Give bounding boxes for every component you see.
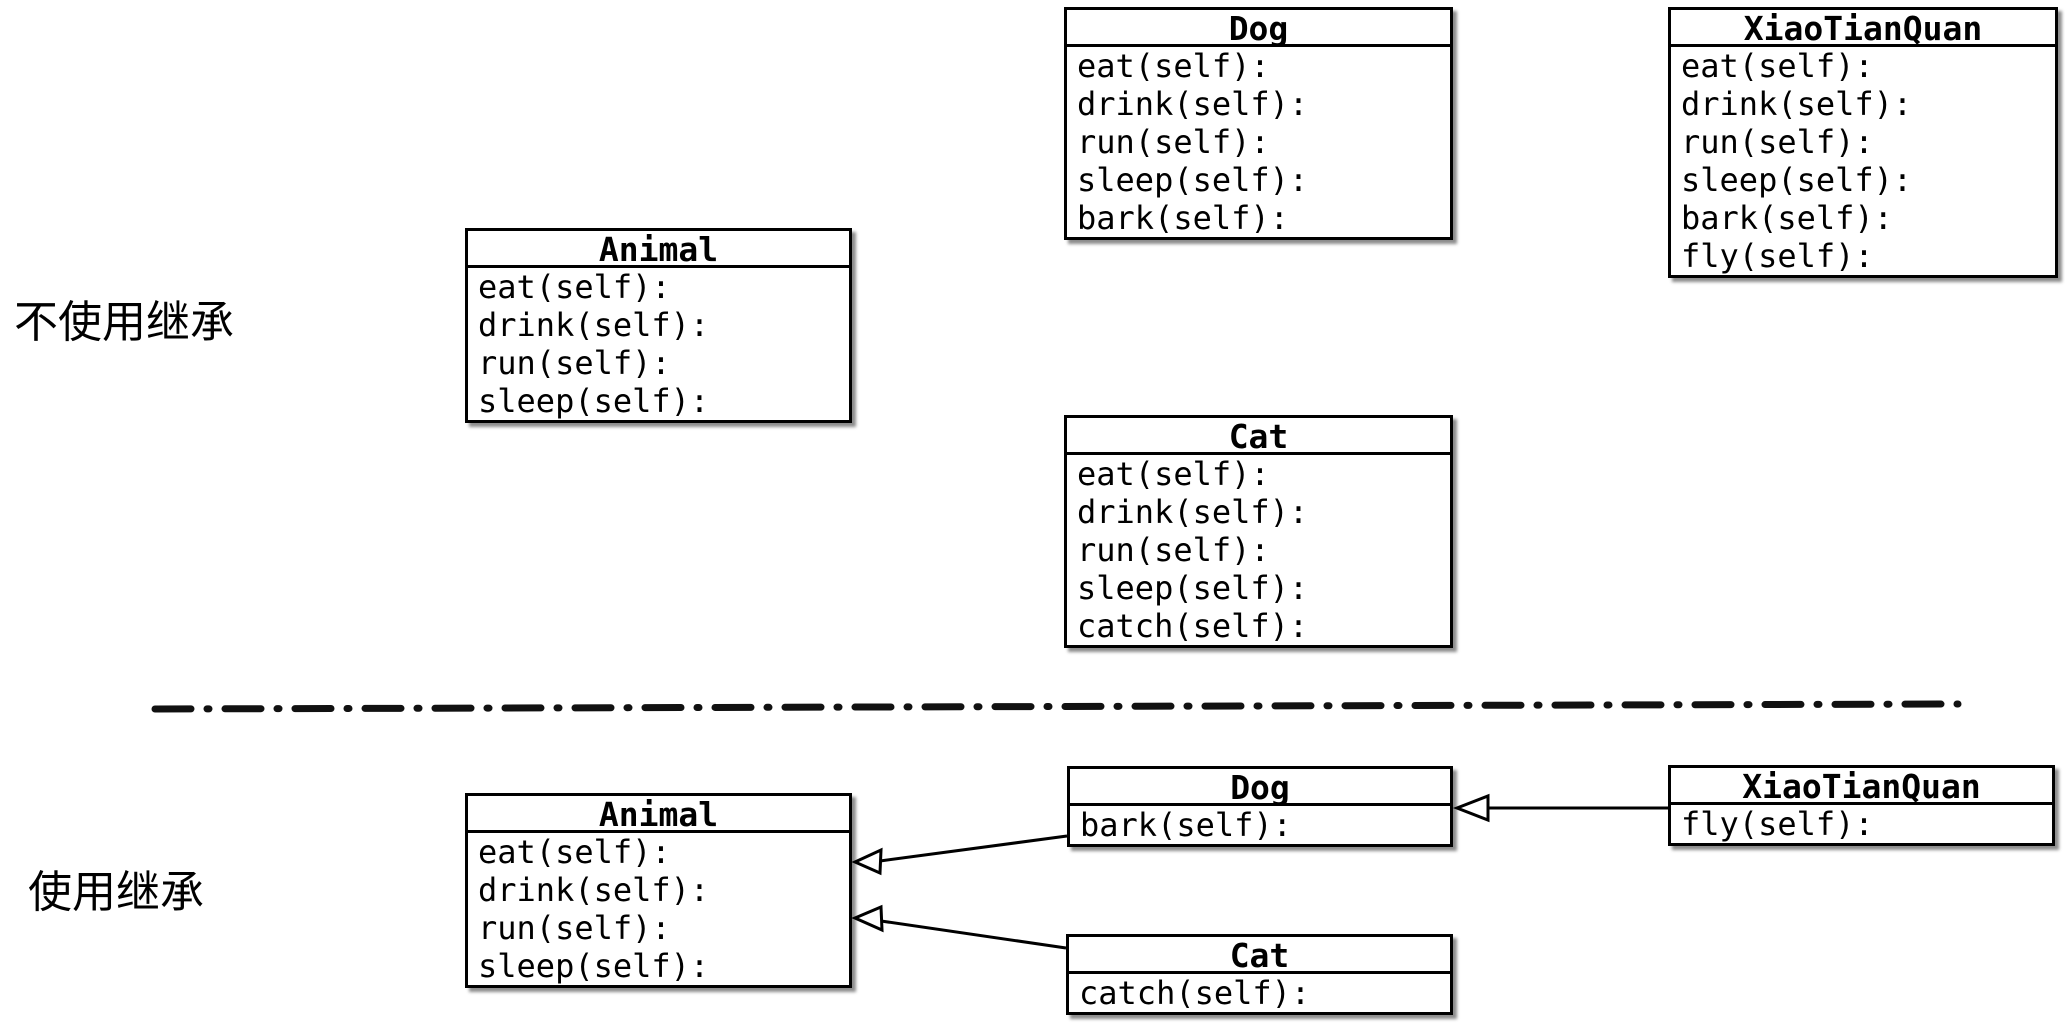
class-box-xiaotianquan-top: XiaoTianQuan eat(self): drink(self): run… [1668,7,2058,278]
class-method: sleep(self): [1077,161,1309,199]
class-title-cat: Cat [1069,937,1450,974]
class-method: sleep(self): [478,382,710,420]
class-method: fly(self): [1681,237,1874,275]
inheritance-arrow-cat-to-animal [851,904,1067,950]
class-title-dog: Dog [1070,769,1450,806]
class-method: sleep(self): [1077,569,1309,607]
class-method: bark(self): [1681,199,1893,237]
class-method: run(self): [478,909,671,947]
class-methods: eat(self): drink(self): run(self): sleep… [1067,47,1450,237]
class-method: run(self): [478,344,671,382]
class-box-cat-bottom: Cat catch(self): [1066,934,1453,1015]
class-box-dog-top: Dog eat(self): drink(self): run(self): s… [1064,7,1453,240]
class-method: bark(self): [1080,806,1292,844]
class-method: eat(self): [478,833,671,871]
class-box-dog-bottom: Dog bark(self): [1067,766,1453,847]
class-methods: catch(self): [1069,974,1450,1012]
class-title-cat: Cat [1067,418,1450,455]
class-title-xiaotianquan: XiaoTianQuan [1671,10,2055,47]
class-method: run(self): [1077,531,1270,569]
class-method: drink(self): [1077,85,1309,123]
class-box-xiaotianquan-bottom: XiaoTianQuan fly(self): [1668,765,2055,846]
class-box-animal-top: Animal eat(self): drink(self): run(self)… [465,228,852,423]
class-method: drink(self): [1077,493,1309,531]
class-title-xiaotianquan: XiaoTianQuan [1671,768,2052,805]
section-divider-dashdot-line [151,700,1962,713]
class-title-dog: Dog [1067,10,1450,47]
class-methods: fly(self): [1671,805,2052,843]
class-method: sleep(self): [478,947,710,985]
class-method: eat(self): [1077,47,1270,85]
class-method: run(self): [1681,123,1874,161]
section-label-with-inheritance: 使用继承 [28,867,204,918]
class-method: catch(self): [1079,974,1311,1012]
class-methods: bark(self): [1070,806,1450,844]
section-label-no-inheritance: 不使用继承 [14,297,234,348]
class-method: drink(self): [478,871,710,909]
class-method: run(self): [1077,123,1270,161]
class-box-animal-bottom: Animal eat(self): drink(self): run(self)… [465,793,852,988]
class-method: eat(self): [1077,455,1270,493]
class-methods: eat(self): drink(self): run(self): sleep… [468,833,849,985]
inheritance-arrow-dog-to-animal [851,834,1068,876]
class-method: drink(self): [1681,85,1913,123]
class-method: catch(self): [1077,607,1309,645]
class-methods: eat(self): drink(self): run(self): sleep… [1067,455,1450,645]
inheritance-arrow-xiaotianquan-to-dog [1452,793,1668,823]
class-method: bark(self): [1077,199,1289,237]
class-box-cat-top: Cat eat(self): drink(self): run(self): s… [1064,415,1453,648]
class-title-animal: Animal [468,231,849,268]
class-methods: eat(self): drink(self): run(self): sleep… [1671,47,2055,275]
class-methods: eat(self): drink(self): run(self): sleep… [468,268,849,420]
class-title-animal: Animal [468,796,849,833]
class-method: drink(self): [478,306,710,344]
class-method: sleep(self): [1681,161,1913,199]
class-method: eat(self): [478,268,671,306]
class-method: eat(self): [1681,47,1874,85]
class-method: fly(self): [1681,805,1874,843]
